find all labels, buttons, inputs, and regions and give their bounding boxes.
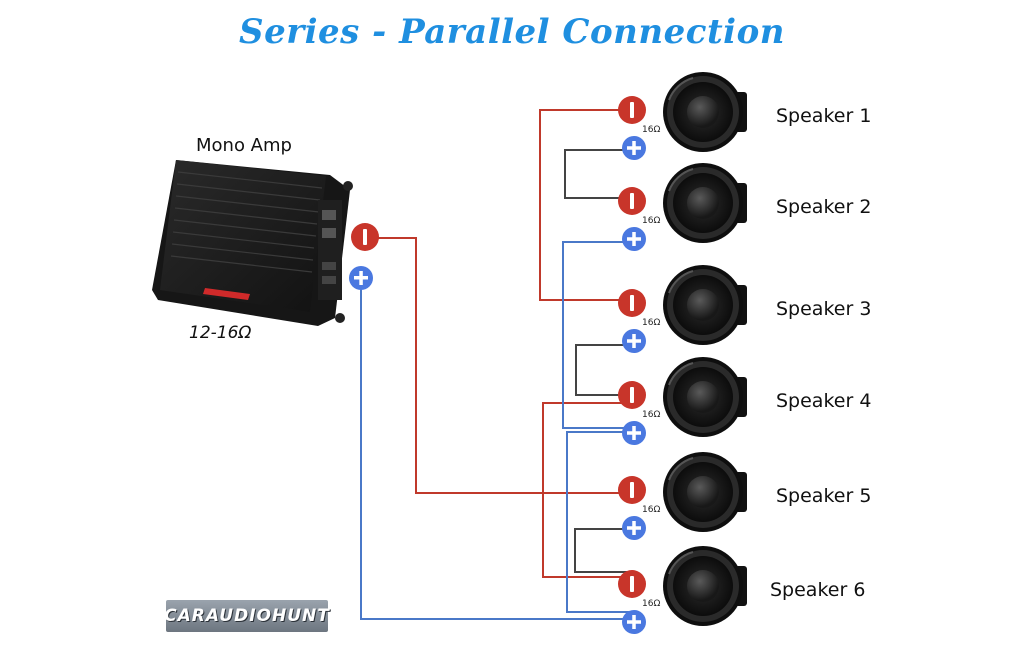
speaker-2: 16Ω Speaker 2: [618, 163, 871, 251]
wire-neg-spk1-spk3: [539, 109, 628, 301]
minus-terminal-icon: [618, 187, 646, 215]
amp-impedance: 12-16Ω: [189, 323, 251, 343]
speaker-1: 16Ω Speaker 1: [618, 72, 871, 160]
speaker-label: Speaker 1: [776, 105, 871, 127]
plus-terminal-icon: [622, 516, 646, 540]
speaker-label: Speaker 2: [776, 196, 871, 218]
speaker-3: 16Ω Speaker 3: [618, 265, 871, 353]
speaker-impedance: 16Ω: [642, 599, 660, 609]
jumper-spk5-spk6: [574, 528, 633, 573]
minus-terminal-icon: [618, 289, 646, 317]
wire-amp-neg: [376, 237, 628, 494]
wire-pos-spk2-spk4: [562, 241, 633, 429]
caraudiohunt-logo: CARAUDIOHUNT: [164, 600, 329, 632]
jumper-spk1-spk2: [564, 149, 633, 199]
plus-terminal-icon: [622, 227, 646, 251]
speaker-icon: [663, 357, 747, 437]
speaker-label: Speaker 4: [776, 390, 871, 412]
speaker-label: Speaker 3: [776, 298, 871, 320]
speaker-impedance: 16Ω: [642, 410, 660, 420]
speaker-icon: [663, 265, 747, 345]
minus-terminal-icon: [351, 223, 379, 251]
jumper-spk3-spk4: [575, 344, 633, 396]
amp-positive-terminal: [349, 266, 373, 290]
wire-neg-spk4-spk6: [542, 402, 628, 578]
speaker-6: 16Ω Speaker 6: [618, 546, 865, 634]
wires: [360, 109, 633, 620]
speaker-5: 16Ω Speaker 5: [618, 452, 871, 540]
plus-terminal-icon: [622, 421, 646, 445]
speaker-impedance: 16Ω: [642, 318, 660, 328]
speaker-label: Speaker 5: [776, 485, 871, 507]
wire-pos-spk4-spk6: [566, 431, 633, 613]
speaker-impedance: 16Ω: [642, 505, 660, 515]
minus-terminal-icon: [618, 570, 646, 598]
minus-terminal-icon: [618, 96, 646, 124]
mono-amp: [152, 160, 353, 326]
speaker-icon: [663, 452, 747, 532]
plus-terminal-icon: [622, 610, 646, 634]
speaker-icon: [663, 546, 747, 626]
speaker-icon: [663, 163, 747, 243]
wire-amp-pos: [360, 288, 633, 620]
minus-terminal-icon: [618, 381, 646, 409]
plus-terminal-icon: [349, 266, 373, 290]
speaker-icon: [663, 72, 747, 152]
amp-negative-terminal: [351, 223, 379, 251]
speaker-impedance: 16Ω: [642, 216, 660, 226]
diagram-title: Series - Parallel Connection: [239, 12, 785, 52]
amp-label: Mono Amp: [196, 135, 292, 156]
plus-terminal-icon: [622, 136, 646, 160]
speaker-label: Speaker 6: [770, 579, 865, 601]
speaker-4: 16Ω Speaker 4: [618, 357, 871, 445]
speaker-impedance: 16Ω: [642, 125, 660, 135]
minus-terminal-icon: [618, 476, 646, 504]
speakers: 16Ω Speaker 1 16Ω Speaker 2 16Ω Speaker 3 16Ω S…: [618, 72, 871, 634]
plus-terminal-icon: [622, 329, 646, 353]
